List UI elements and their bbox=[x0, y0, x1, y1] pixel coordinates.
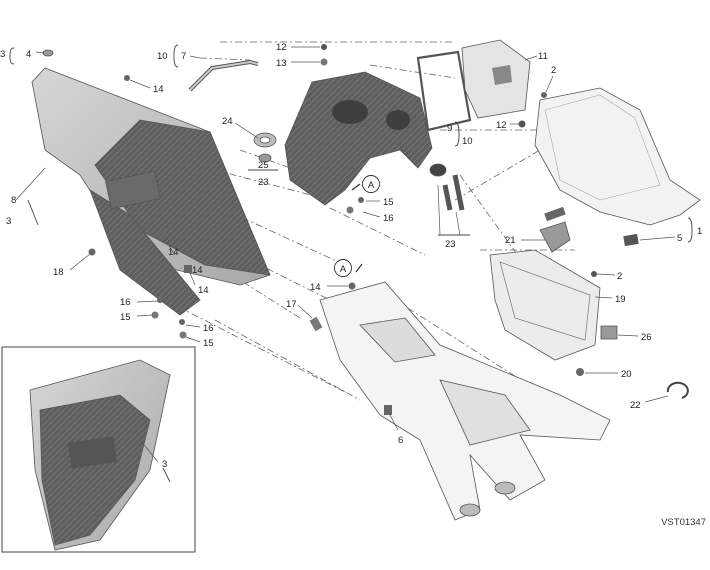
callout-label: 8 bbox=[11, 195, 16, 206]
callout-label: 2 bbox=[551, 65, 556, 76]
callout-labels: 3 4 10 7 12 13 11 2 12 14 24 25 23 9 10 … bbox=[0, 42, 702, 470]
callout-label: 2 bbox=[617, 271, 622, 282]
callout-label: 24 bbox=[222, 116, 233, 127]
callout-label: 16 bbox=[203, 323, 214, 334]
callout-label: 19 bbox=[615, 294, 626, 305]
label-brackets bbox=[9, 44, 693, 483]
callout-label: 12 bbox=[496, 120, 507, 131]
callout-label: 14 bbox=[168, 247, 179, 258]
callout-label: 1 bbox=[697, 226, 702, 237]
callout-label: 21 bbox=[505, 235, 516, 246]
callout-label: 20 bbox=[621, 369, 632, 380]
frame-9-part bbox=[416, 50, 472, 132]
subframe-part bbox=[319, 281, 611, 521]
rod-7-part bbox=[188, 59, 259, 92]
callout-label: 22 bbox=[630, 400, 641, 411]
leader-lines bbox=[15, 46, 676, 463]
key-lock-part bbox=[429, 163, 465, 211]
instrument-support-part bbox=[284, 71, 433, 206]
callout-label: 15 bbox=[203, 338, 214, 349]
callout-label: 18 bbox=[53, 267, 64, 278]
callout-label: 10 bbox=[157, 51, 168, 62]
drawing-code: VST01347 bbox=[661, 517, 706, 528]
callout-label: 25 bbox=[258, 160, 269, 171]
bolt-4-part bbox=[42, 49, 54, 57]
callout-label: 17 bbox=[286, 299, 297, 310]
callout-label: 23 bbox=[258, 177, 269, 188]
view-marker-label: A bbox=[368, 180, 375, 191]
callout-label: 14 bbox=[198, 285, 209, 296]
callout-label: 16 bbox=[120, 297, 131, 308]
callout-label: 14 bbox=[153, 84, 164, 95]
tray-19-part bbox=[489, 249, 601, 361]
callout-label: 26 bbox=[641, 332, 652, 343]
callout-label: 15 bbox=[383, 197, 394, 208]
callout-label: 11 bbox=[538, 51, 548, 62]
ring-24-25-part bbox=[253, 132, 277, 163]
callout-label: 12 bbox=[276, 42, 287, 53]
callout-label: 3 bbox=[6, 216, 11, 227]
callout-label: 16 bbox=[383, 213, 394, 224]
tail-shell-part bbox=[31, 67, 271, 316]
view-marker-a-lower: A bbox=[334, 259, 363, 277]
callout-label: 13 bbox=[276, 58, 287, 69]
callout-label: 3 bbox=[162, 459, 167, 470]
callout-label: 5 bbox=[677, 233, 682, 244]
callout-label: 7 bbox=[181, 51, 186, 62]
callout-label: 14 bbox=[192, 265, 203, 276]
callout-label: 9 bbox=[447, 123, 452, 134]
callout-label: 23 bbox=[445, 239, 456, 250]
small-hardware bbox=[88, 44, 689, 415]
callout-label: 4 bbox=[26, 49, 31, 60]
view-marker-label: A bbox=[340, 264, 347, 275]
callout-label: 3 bbox=[0, 49, 5, 60]
seat-1-part bbox=[534, 87, 701, 226]
callout-label: 15 bbox=[120, 312, 131, 323]
callout-label: 6 bbox=[398, 435, 403, 446]
callout-label: 14 bbox=[310, 282, 321, 293]
view-marker-a-upper: A bbox=[351, 175, 380, 193]
callout-label: 10 bbox=[462, 136, 473, 147]
inset-detail-view bbox=[1, 346, 196, 553]
cover-11-part bbox=[461, 39, 531, 119]
bracket-21-part bbox=[539, 206, 571, 253]
